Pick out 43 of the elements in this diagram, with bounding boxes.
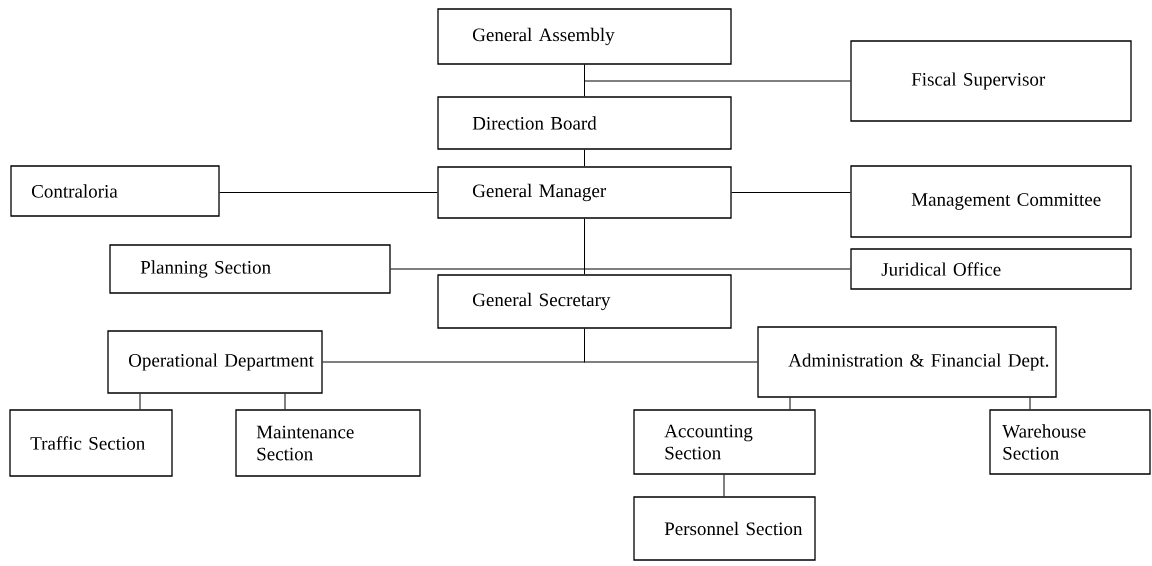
node-label: General Manager [472, 183, 607, 202]
org-box [757, 326, 1057, 398]
node-label: Personnel Section [664, 521, 803, 536]
org-box [633, 496, 816, 561]
org-box [437, 274, 732, 329]
connector-line [584, 218, 585, 275]
org-box [850, 165, 1132, 238]
node-label: Management Committee [911, 193, 1101, 210]
node-label: Juridical Office [881, 262, 1001, 276]
connector-line [1029, 397, 1031, 410]
org-box [107, 330, 323, 394]
node-label: Warehouse Section [1002, 424, 1086, 460]
org-box [437, 8, 732, 65]
node-label: Operational Department [128, 353, 314, 371]
node-label: General Assembly [472, 27, 615, 46]
org-box [10, 165, 220, 217]
org-box [109, 244, 391, 294]
org-box [850, 40, 1132, 122]
connector-line [584, 328, 758, 363]
connector-line [731, 192, 851, 193]
node-label: Accounting Section [664, 424, 753, 460]
node-label: Administration & Financial Dept. [788, 353, 1049, 371]
org-box [989, 409, 1151, 475]
org-box [633, 409, 816, 475]
org-box [437, 96, 732, 150]
connector-line [584, 64, 851, 82]
node-label: Direction Board [472, 116, 597, 130]
node-label: Traffic Section [30, 436, 145, 450]
org-box [235, 409, 421, 477]
node-label: Fiscal Supervisor [911, 72, 1046, 90]
org-box [437, 166, 732, 219]
connector-line [584, 149, 585, 167]
org-box [9, 409, 173, 477]
connector-line [284, 393, 286, 410]
connector-line [789, 397, 791, 410]
node-label: Planning Section [140, 260, 271, 278]
node-label: Maintenance Section [256, 425, 354, 461]
node-label: General Secretary [472, 292, 611, 311]
connector-line [219, 192, 438, 193]
connector-line [139, 393, 141, 410]
node-label: Contraloria [31, 184, 118, 198]
connector-line [723, 474, 725, 497]
org-box [850, 248, 1132, 290]
